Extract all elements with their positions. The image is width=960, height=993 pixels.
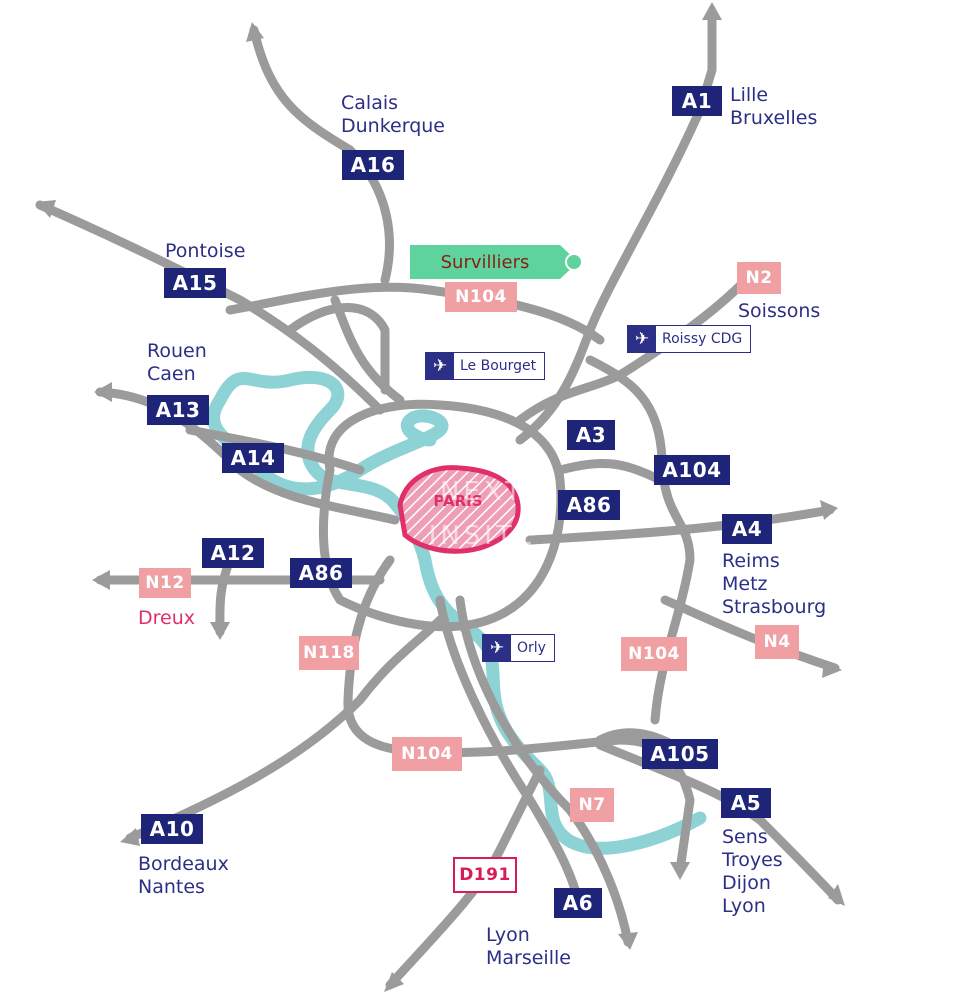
badge-a12: A12 [202, 538, 264, 568]
dest-bordeaux-nantes: Bordeaux Nantes [138, 853, 229, 898]
badge-a3: A3 [567, 420, 615, 450]
badge-a86-west: A86 [290, 558, 352, 588]
dest-pontoise: Pontoise [165, 240, 246, 262]
dest-rouen-caen: Rouen Caen [147, 340, 207, 385]
badge-a105: A105 [642, 739, 718, 769]
badge-a104-east: A104 [654, 455, 730, 485]
badge-a15: A15 [164, 268, 226, 298]
badge-a6: A6 [554, 888, 602, 918]
badge-n104-south: N104 [392, 737, 462, 771]
badge-a4: A4 [722, 514, 772, 544]
airport-orly-name: Orly [517, 640, 546, 656]
badge-d191: D191 [453, 857, 517, 893]
paris-label: PARIS [433, 492, 482, 510]
airport-roissy: ✈ Roissy CDG [627, 325, 752, 353]
airport-le-bourget-name: Le Bourget [460, 358, 537, 374]
plane-icon: ✈ [628, 326, 656, 352]
badge-a1: A1 [672, 86, 722, 116]
badge-a86-east: A86 [558, 490, 620, 520]
badge-n118: N118 [299, 636, 359, 670]
location-dot-icon [565, 253, 582, 271]
badge-n2: N2 [737, 262, 781, 294]
dest-lyon-marseille: Lyon Marseille [486, 924, 571, 969]
badge-a16: A16 [342, 150, 404, 180]
dest-soissons: Soissons [738, 300, 821, 322]
dest-lille-bruxelles: Lille Bruxelles [730, 84, 818, 129]
airport-le-bourget: ✈ Le Bourget [425, 352, 546, 380]
badge-n4: N4 [755, 625, 799, 659]
paris-area [397, 465, 521, 554]
badge-n12: N12 [139, 568, 191, 598]
badge-a5: A5 [721, 788, 771, 818]
dest-calais-dunkerque: Calais Dunkerque [341, 92, 445, 137]
marker-label: Survilliers [440, 251, 530, 273]
badge-a10: A10 [141, 814, 203, 844]
badge-n104-north: N104 [445, 282, 517, 312]
badge-a13: A13 [147, 395, 209, 425]
location-marker [410, 245, 582, 279]
airport-orly: ✈ Orly [482, 634, 555, 662]
badge-a14: A14 [222, 443, 284, 473]
badge-n104-east: N104 [621, 637, 687, 671]
plane-icon: ✈ [483, 635, 511, 661]
plane-icon: ✈ [426, 353, 454, 379]
badge-n7: N7 [570, 788, 614, 822]
dest-sens-troyes-dijon-lyon: Sens Troyes Dijon Lyon [722, 826, 783, 917]
airport-roissy-name: Roissy CDG [662, 331, 743, 347]
dest-reims-metz-strasbourg: Reims Metz Strasbourg [722, 550, 827, 618]
dest-dreux: Dreux [138, 607, 195, 629]
